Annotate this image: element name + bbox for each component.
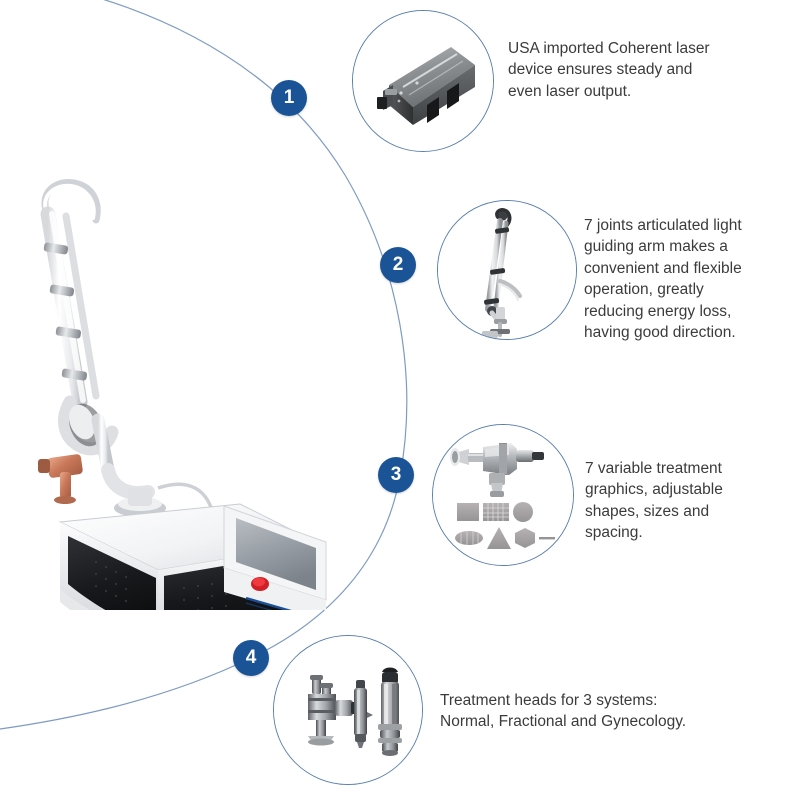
feature-circle-4[interactable] — [273, 635, 423, 785]
feature-circle-1[interactable] — [352, 10, 494, 152]
shape-circle — [513, 502, 533, 522]
shape-grid-rectangle — [483, 503, 509, 521]
treatment-graphics-row-1 — [457, 502, 533, 522]
feature-text-1: USA imported Coherent laser device ensur… — [508, 40, 710, 100]
console-panel — [224, 568, 326, 610]
treatment-head-fractional — [354, 680, 373, 748]
shape-hexagon — [515, 528, 535, 548]
articulated-light-guiding-arm-photo — [438, 201, 576, 339]
shape-square — [457, 503, 479, 521]
treatment-head-normal — [308, 675, 357, 746]
badge-4[interactable]: 4 — [233, 640, 269, 676]
scanner-handpiece — [450, 443, 544, 497]
badge-2[interactable]: 2 — [380, 247, 416, 283]
feature-circle-3[interactable] — [432, 424, 574, 566]
rf-laser-tube-photo — [353, 11, 493, 151]
feature-text-2: 7 joints articulated light guiding arm m… — [584, 217, 742, 341]
feature-text-4: Treatment heads for 3 systems: Normal, F… — [440, 692, 687, 731]
treatment-heads-photo — [274, 636, 422, 784]
treatment-graphics-row-2 — [455, 527, 555, 549]
copper-handpiece-connector — [38, 454, 83, 504]
feature-circle-2[interactable] — [437, 200, 577, 340]
badge-3[interactable]: 3 — [378, 457, 414, 493]
shape-line — [539, 537, 555, 540]
shape-triangle — [487, 527, 511, 549]
fractional-scanner-handpiece-photo — [433, 425, 573, 565]
treatment-head-gynecology — [378, 667, 402, 756]
feature-text-3: 7 variable treatment graphics, adjustabl… — [585, 460, 723, 542]
shape-ellipse — [455, 531, 483, 545]
articulated-arm — [38, 179, 222, 524]
badge-1[interactable]: 1 — [271, 80, 307, 116]
fractional-co2-laser-machine-photo — [38, 179, 327, 610]
